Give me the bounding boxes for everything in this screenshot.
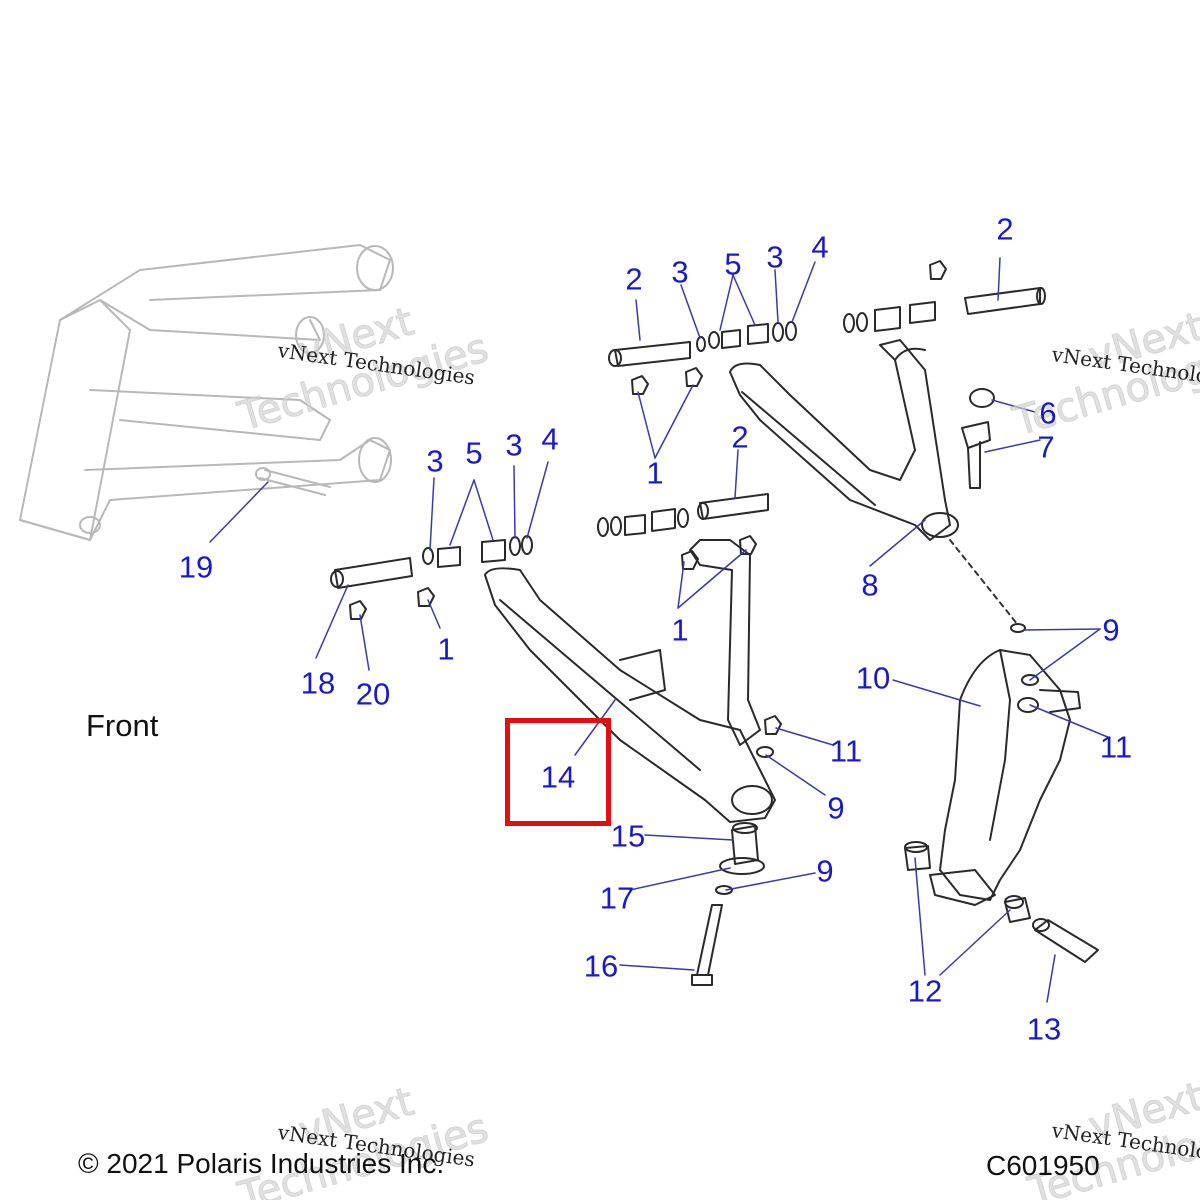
callout-leader-lines — [209, 257, 1111, 1003]
copyright-notice: © 2021 Polaris Industries Inc. — [78, 1148, 445, 1179]
callout-17[interactable]: 17 — [599, 880, 635, 916]
callout-3[interactable]: 3 — [766, 239, 784, 275]
callout-8[interactable]: 8 — [861, 567, 879, 603]
callout-9[interactable]: 9 — [1102, 612, 1120, 648]
part-lines — [330, 260, 1099, 986]
callout-20[interactable]: 20 — [355, 676, 391, 712]
callout-1[interactable]: 1 — [646, 455, 664, 491]
callout-7[interactable]: 7 — [1037, 429, 1055, 465]
frame-ghost — [19, 244, 394, 541]
callout-5[interactable]: 5 — [465, 435, 483, 471]
callout-1[interactable]: 1 — [671, 612, 689, 648]
callout-2[interactable]: 2 — [731, 419, 749, 455]
callout-4[interactable]: 4 — [541, 421, 559, 457]
highlight-box — [505, 718, 611, 826]
callout-12[interactable]: 12 — [907, 973, 943, 1009]
callout-3[interactable]: 3 — [505, 427, 523, 463]
callout-9[interactable]: 9 — [827, 790, 845, 826]
callout-18[interactable]: 18 — [300, 665, 336, 701]
callout-11[interactable]: 11 — [1099, 729, 1133, 765]
callout-10[interactable]: 10 — [855, 660, 891, 696]
callout-9[interactable]: 9 — [816, 853, 834, 889]
callout-15[interactable]: 15 — [610, 818, 646, 854]
front-label: Front — [86, 708, 159, 743]
callout-11[interactable]: 11 — [829, 733, 863, 769]
callout-4[interactable]: 4 — [811, 229, 829, 265]
callout-13[interactable]: 13 — [1026, 1011, 1062, 1047]
callout-3[interactable]: 3 — [426, 443, 444, 479]
callout-5[interactable]: 5 — [724, 246, 742, 282]
callout-2[interactable]: 2 — [625, 261, 643, 297]
callout-3[interactable]: 3 — [671, 254, 689, 290]
callout-2[interactable]: 2 — [996, 211, 1014, 247]
drawing-code: C601950 — [986, 1150, 1100, 1181]
callout-19[interactable]: 19 — [178, 549, 214, 585]
callout-14[interactable]: 14 — [540, 759, 576, 795]
callout-16[interactable]: 16 — [583, 948, 619, 984]
alignment-dashed-line — [949, 539, 1019, 626]
callout-1[interactable]: 1 — [437, 631, 455, 667]
callout-6[interactable]: 6 — [1039, 395, 1057, 431]
